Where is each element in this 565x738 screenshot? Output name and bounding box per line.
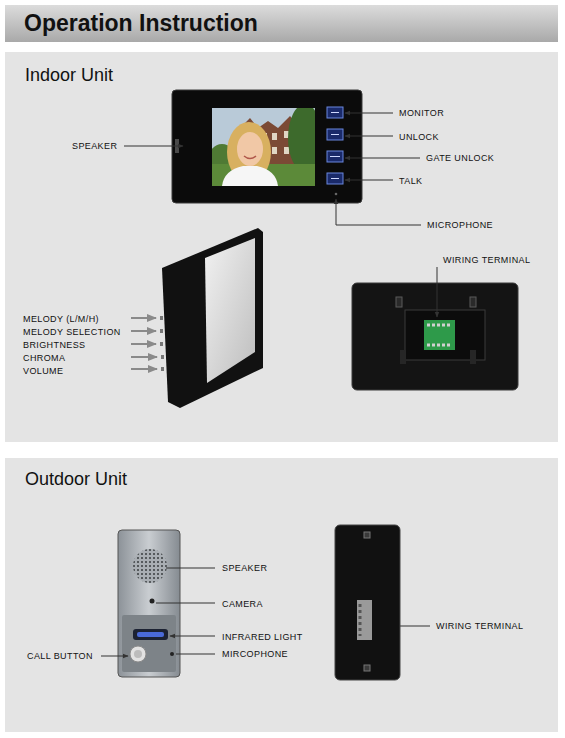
part-label: CHROMA	[23, 354, 65, 363]
outdoor-front-unit	[130, 646, 146, 662]
section-heading: Outdoor Unit	[25, 470, 127, 488]
screen-image	[284, 147, 289, 154]
indoor-side-view	[162, 228, 263, 408]
indoor-illustration	[5, 52, 558, 442]
leader-line	[124, 113, 421, 225]
screen-image	[272, 147, 277, 154]
part-label: CAMERA	[222, 600, 263, 609]
part-label: INFRARED LIGHT	[222, 633, 303, 642]
screen-image	[212, 108, 315, 186]
page-title: Operation Instruction	[24, 12, 258, 35]
indoor-back-view	[424, 320, 455, 350]
leader-line	[437, 267, 438, 317]
part-label: VOLUME	[23, 367, 63, 376]
side-arrow	[131, 368, 157, 370]
header-bar	[5, 5, 558, 42]
leader-line	[124, 146, 183, 147]
indoor-back-view	[396, 297, 402, 307]
side-arrow	[131, 343, 156, 345]
leader-line	[345, 113, 393, 114]
outdoor-back-view	[364, 665, 370, 671]
leader-line	[345, 158, 420, 159]
leader-line	[345, 180, 393, 181]
leader-line	[101, 656, 128, 657]
outdoor-back-view	[357, 600, 372, 640]
part-label: MELODY (L/M/H)	[23, 315, 99, 324]
screen-image	[288, 108, 315, 172]
outdoor-front-unit	[150, 599, 155, 604]
indoor-side-view	[205, 238, 255, 383]
indoor-back-view	[427, 325, 452, 345]
outdoor-back-view	[335, 525, 400, 680]
outdoor-back-view	[335, 525, 400, 680]
indoor-illustration	[124, 90, 518, 408]
indoor-front-unit	[172, 90, 362, 203]
part-label: MELODY SELECTION	[23, 328, 121, 337]
outdoor-front-unit	[122, 615, 176, 672]
leader-line	[156, 603, 215, 604]
indoor-side-view	[161, 355, 164, 359]
outdoor-front-unit	[170, 652, 174, 656]
indoor-back-view	[352, 283, 518, 390]
part-label: WIRING TERMINAL	[443, 256, 530, 265]
indoor-front-unit	[172, 90, 362, 203]
leader-line	[166, 568, 215, 569]
part-label: MIRCOPHONE	[222, 650, 288, 659]
indoor-side-view	[160, 342, 163, 346]
indoor-buttons	[327, 107, 343, 184]
outdoor-panel: Outdoor UnitSPEAKER CAMERA INFRARED LIGHT C…	[5, 458, 558, 732]
indoor-buttons	[330, 113, 340, 179]
part-label: TALK	[399, 177, 422, 186]
outdoor-illustration	[101, 525, 430, 680]
outdoor-front-unit	[134, 650, 142, 658]
leader-line	[437, 267, 438, 317]
part-label: GATE UNLOCK	[426, 154, 494, 163]
indoor-panel: Indoor UnitSPEAKER MONITOR UNLOCK GATE UNLO…	[5, 52, 558, 442]
indoor-side-view	[160, 329, 163, 333]
outdoor-back-view	[364, 532, 370, 538]
outdoor-front-unit	[137, 632, 164, 637]
indoor-back-view	[400, 350, 406, 364]
outdoor-front-unit	[133, 549, 167, 583]
screen-image	[222, 166, 278, 186]
indoor-side-view	[160, 316, 163, 320]
part-label: WIRING TERMINAL	[436, 622, 523, 631]
indoor-front-unit	[335, 193, 338, 196]
header-bar	[5, 5, 558, 42]
screen-image	[237, 132, 263, 166]
part-label: SPEAKER	[222, 564, 267, 573]
screen-image	[244, 156, 256, 159]
part-label: UNLOCK	[399, 133, 439, 142]
leader-line	[345, 136, 393, 137]
leader-line	[336, 199, 421, 225]
part-label: SPEAKER	[72, 142, 117, 151]
section-heading: Indoor Unit	[25, 66, 113, 84]
indoor-back-view	[470, 297, 476, 307]
part-label: BRIGHTNESS	[23, 341, 86, 350]
outdoor-front-unit	[133, 629, 168, 640]
screen-image	[272, 133, 277, 140]
indoor-back-view	[352, 283, 518, 390]
indoor-side-view	[160, 228, 263, 408]
part-label: MICROPHONE	[427, 221, 493, 230]
side-arrow	[131, 318, 157, 369]
part-label: MONITOR	[399, 109, 444, 118]
leader-line	[176, 654, 215, 655]
part-label: CALL BUTTON	[27, 652, 93, 661]
side-arrow	[131, 330, 156, 332]
outdoor-back-view	[359, 604, 362, 636]
outdoor-illustration	[5, 458, 558, 732]
side-arrow	[131, 356, 157, 358]
indoor-side-view	[161, 367, 164, 371]
side-arrow	[131, 317, 156, 319]
leader-line	[170, 636, 215, 637]
indoor-back-view	[470, 350, 476, 364]
